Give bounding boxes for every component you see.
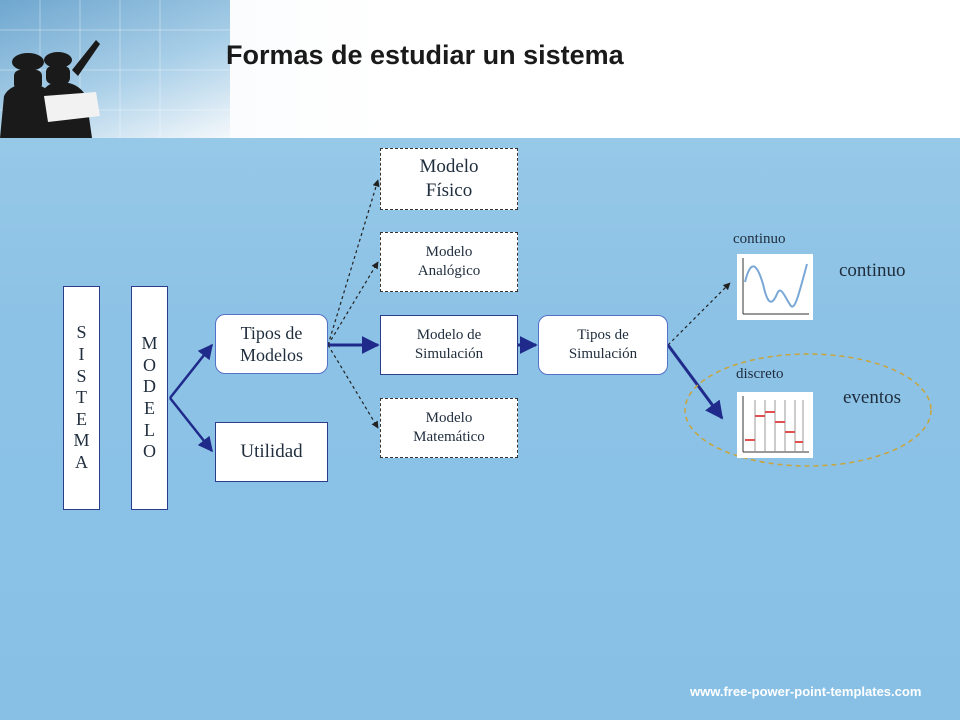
sistema-letter: T [76, 387, 87, 408]
slide-title: Formas de estudiar un sistema [226, 40, 624, 70]
sistema-letter: A [75, 451, 88, 472]
header-workers-image [0, 0, 230, 138]
modelo-de-simulacion-box: Modelo de Simulación [380, 315, 518, 375]
sistema-letter: M [73, 430, 90, 451]
sistema-letter: S [76, 322, 87, 343]
modelo-letter: M [141, 333, 158, 354]
continuo-label: continuo [839, 260, 906, 281]
tipos-de-modelos-box: Tipos de Modelos [215, 314, 328, 374]
arrow-to-fisico [327, 179, 380, 346]
footer-url: www.free-power-point-templates.com [690, 684, 922, 699]
continuo-small-label: continuo [733, 231, 786, 247]
sistema-box: S I S T E M A [63, 286, 100, 510]
utilidad-box: Utilidad [215, 422, 328, 482]
sistema-letter: S [76, 365, 87, 386]
modelo-de-simulacion-label: Modelo de Simulación [414, 327, 484, 362]
tipos-de-modelos-label: Tipos de Modelos [240, 322, 303, 366]
modelo-letter: O [143, 354, 156, 375]
modelo-box: M O D E L O [131, 286, 168, 510]
sistema-letter: I [78, 344, 85, 365]
eventos-ellipse [684, 353, 932, 467]
arrow-to-analogico [327, 261, 379, 346]
sistema-letter: E [76, 408, 87, 429]
tipos-de-simulacion-box: Tipos de Simulación [538, 315, 668, 375]
discrete-plot-thumbnail [737, 392, 813, 458]
modelo-matematico-label: Modelo Matemático [413, 410, 485, 445]
eventos-label: eventos [843, 387, 902, 408]
utilidad-label: Utilidad [240, 441, 303, 463]
modelo-fisico-label: Modelo Físico [419, 156, 479, 201]
modelo-letter: D [143, 376, 156, 397]
modelo-letter: O [143, 441, 156, 462]
tipos-de-simulacion-label: Tipos de Simulación [568, 327, 638, 362]
header-banner [0, 0, 960, 138]
modelo-fisico-box: Modelo Físico [380, 148, 518, 210]
modelo-analogico-label: Modelo Analógico [417, 244, 481, 279]
arrow-to-matematico [327, 344, 379, 429]
arrow-to-discreto [666, 344, 724, 420]
arrow-to-continuo [667, 282, 731, 346]
discreto-label: discreto [736, 366, 784, 382]
modelo-letter: L [144, 419, 155, 440]
arrow-modelo-tipos [169, 343, 213, 399]
arrow-modelo-utilidad [169, 397, 213, 453]
modelo-analogico-box: Modelo Analógico [380, 232, 518, 292]
modelo-matematico-box: Modelo Matemático [380, 398, 518, 458]
modelo-letter: E [144, 398, 155, 418]
continuous-plot-thumbnail [737, 254, 813, 320]
